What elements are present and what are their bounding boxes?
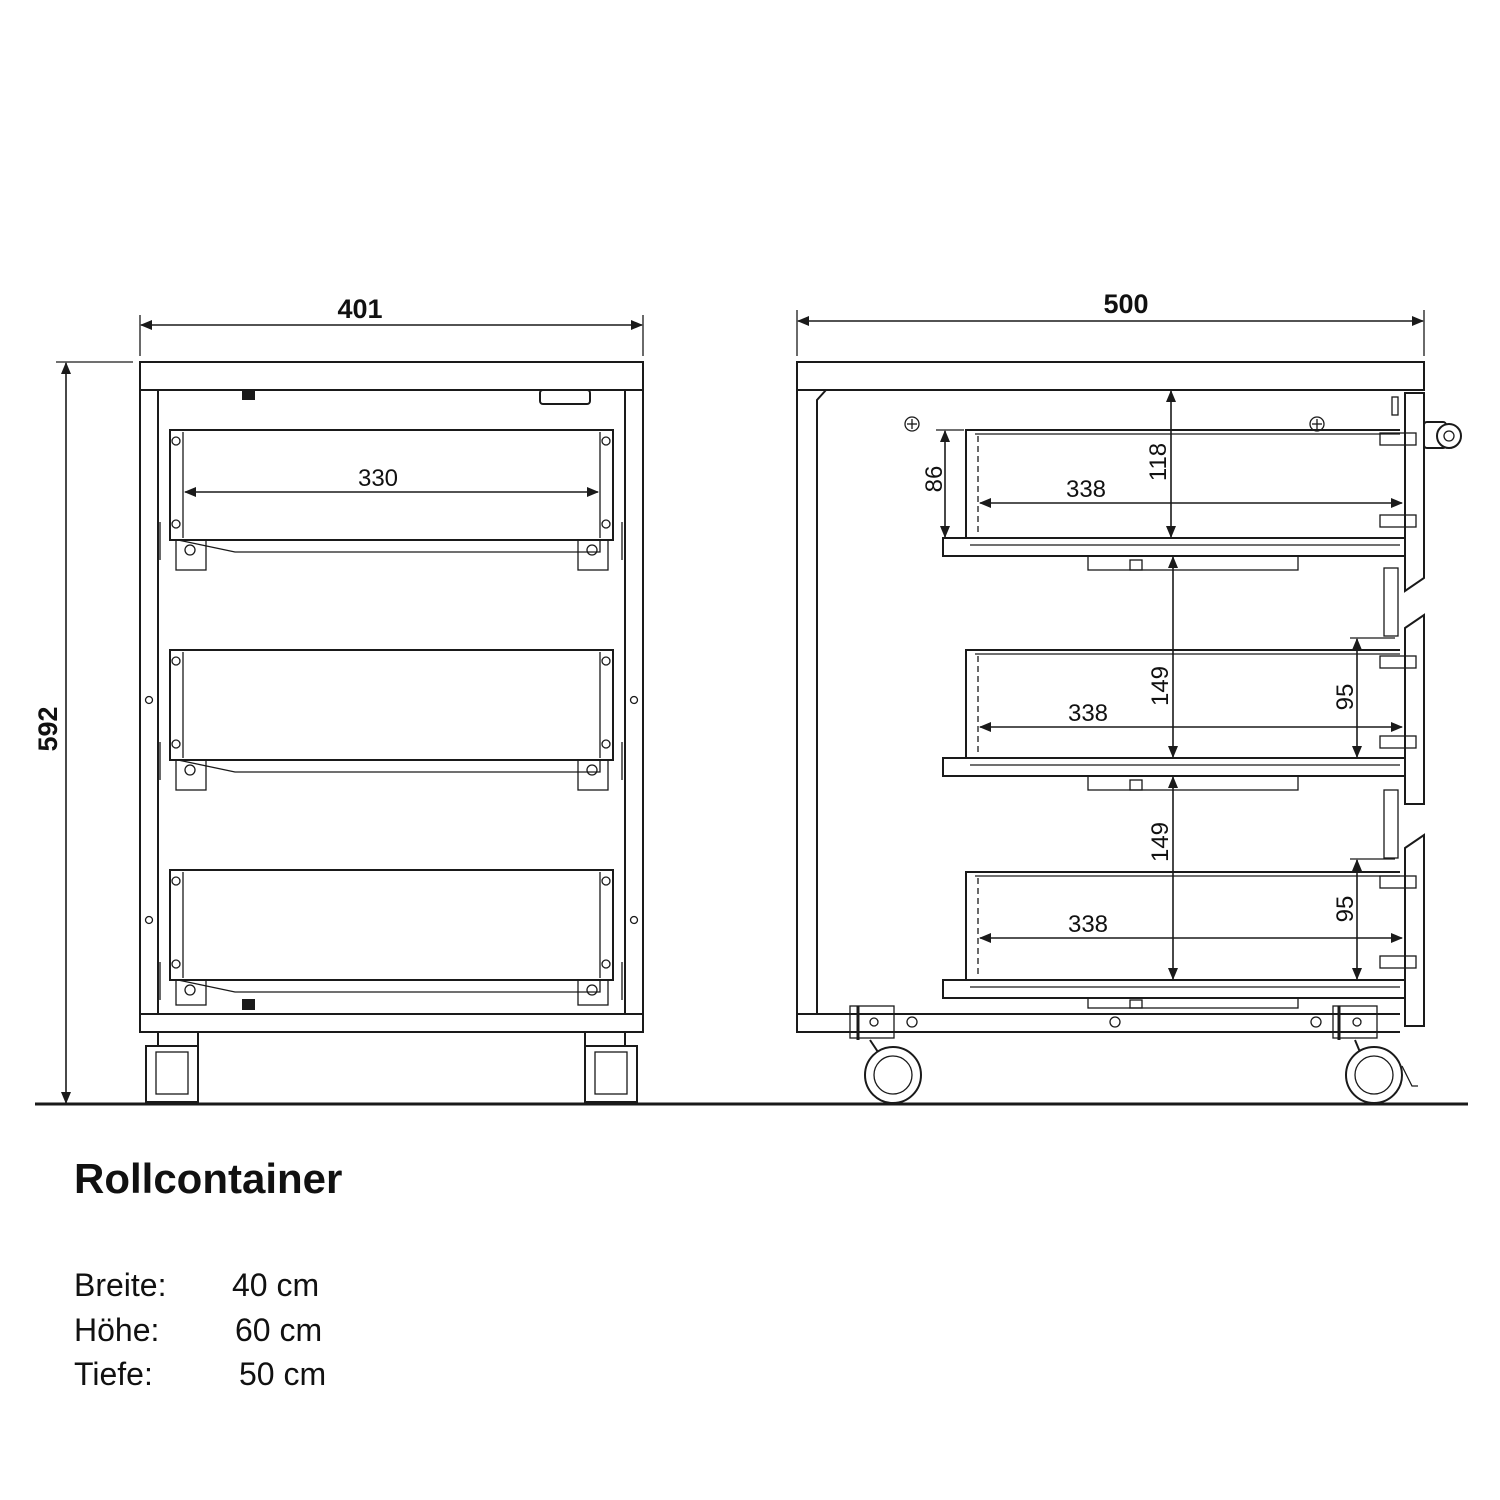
dim-drawer-gap-top: 118 <box>1145 443 1172 481</box>
dim-front-width: 401 <box>337 294 382 324</box>
product-title: Rollcontainer <box>74 1155 343 1202</box>
dim-drawer-gap-middle: 149 <box>1147 666 1174 706</box>
dim-drawer-height-top: 86 <box>921 466 948 493</box>
side-drawer-1 <box>942 429 1417 571</box>
spec-value: 40 cm <box>232 1267 320 1303</box>
spec-row-height: Höhe: 60 cm <box>74 1312 322 1349</box>
dim-drawer-depth-2: 338 <box>1068 700 1108 727</box>
spec-label: Höhe: <box>74 1312 160 1348</box>
spec-row-width: Breite: 40 cm <box>74 1267 319 1304</box>
side-caster-left <box>849 1005 922 1104</box>
side-fronts <box>1383 392 1462 1027</box>
front-caster-right <box>584 1031 638 1103</box>
dim-drawer-width: 330 <box>358 465 398 492</box>
dim-drawer-depth-1: 338 <box>1066 476 1106 503</box>
spec-label: Breite: <box>74 1267 167 1303</box>
dim-drawer-gap-bottom: 149 <box>1147 822 1174 862</box>
front-drawer-3 <box>159 869 623 1010</box>
dim-drawer-height-middle: 95 <box>1332 684 1359 711</box>
spec-label: Tiefe: <box>74 1356 153 1392</box>
side-drawer-3 <box>942 871 1417 1009</box>
side-caster-right <box>1332 1005 1418 1104</box>
spec-row-depth: Tiefe: 50 cm <box>74 1356 326 1393</box>
spec-value: 60 cm <box>235 1312 323 1348</box>
spec-value: 50 cm <box>239 1356 327 1392</box>
front-drawer-2 <box>159 649 623 791</box>
side-drawer-2 <box>942 649 1417 791</box>
dim-drawer-depth-3: 338 <box>1068 911 1108 938</box>
dim-drawer-height-bottom: 95 <box>1332 896 1359 923</box>
dim-side-depth: 500 <box>1103 289 1148 319</box>
front-drawer-1 <box>159 429 623 571</box>
front-caster-left <box>145 1031 199 1103</box>
dim-height: 592 <box>33 706 63 751</box>
front-view: 401 330 592 <box>33 294 644 1104</box>
side-view: 500 338 338 338 86 118 149 149 95 95 <box>796 289 1462 1104</box>
